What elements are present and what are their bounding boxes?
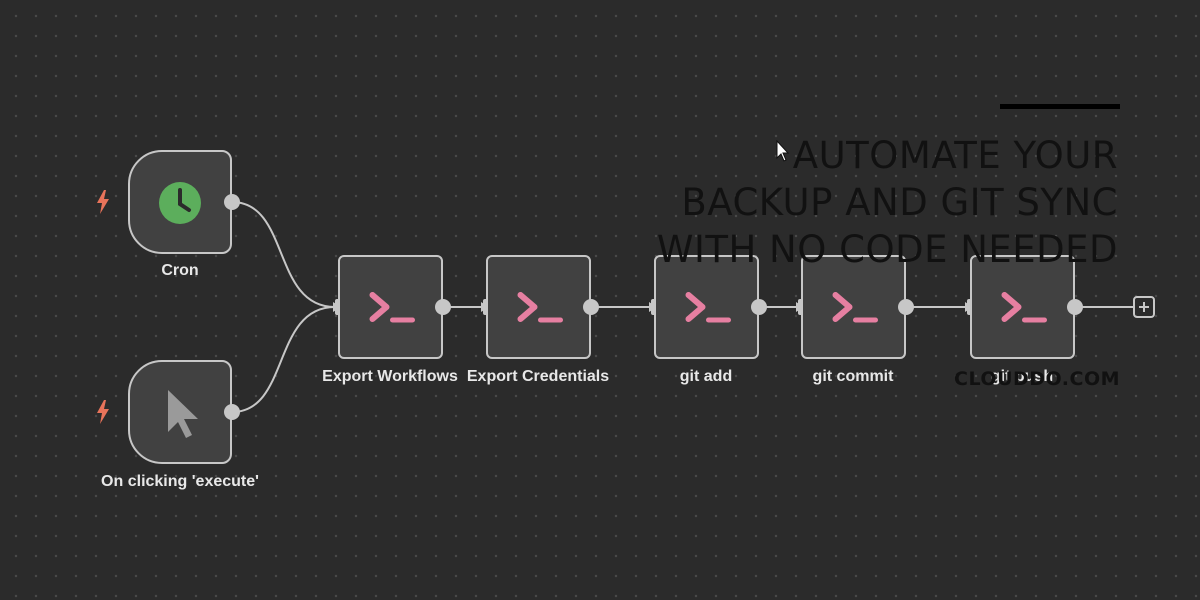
cron-output-handle[interactable]	[224, 194, 240, 210]
terminal-icon	[517, 292, 563, 323]
git-commit-node-label: git commit	[812, 368, 894, 385]
terminal-icon	[685, 292, 731, 323]
manual-trigger-node[interactable]	[128, 360, 232, 464]
git-push-node-label: git push	[990, 368, 1054, 385]
promo-headline: AUTOMATE YOUR BACKUP AND GIT SYNC WITH N…	[657, 132, 1118, 273]
manual-trigger-output-handle[interactable]	[224, 404, 240, 420]
promo-headline-line: WITH NO CODE NEEDED	[656, 228, 1118, 271]
trigger-bolt-icon	[97, 400, 109, 424]
trigger-bolt-icon	[97, 190, 109, 214]
plus-icon	[1139, 302, 1149, 312]
terminal-icon	[1001, 292, 1047, 323]
git-add-node-label: git add	[679, 368, 733, 385]
promo-headline-line: AUTOMATE YOUR	[792, 134, 1118, 177]
export-credentials-output-handle[interactable]	[583, 299, 599, 315]
terminal-icon	[369, 292, 415, 323]
git-commit-output-handle[interactable]	[898, 299, 914, 315]
git-push-output-handle[interactable]	[1067, 299, 1083, 315]
terminal-icon	[832, 292, 878, 323]
add-node-button[interactable]	[1133, 296, 1155, 318]
manual-trigger-node-label: On clicking 'execute'	[101, 473, 259, 490]
export-credentials-node[interactable]	[486, 255, 591, 359]
clock-icon	[159, 182, 201, 224]
mouse-cursor-icon	[776, 140, 790, 162]
export-workflows-node-label: Export Workflows	[322, 368, 458, 385]
brand-watermark: CLOUDDO.COM	[954, 368, 1120, 390]
git-commit-node[interactable]	[801, 255, 906, 359]
headline-rule	[1000, 104, 1120, 109]
export-workflows-output-handle[interactable]	[435, 299, 451, 315]
export-credentials-node-label: Export Credentials	[466, 368, 610, 385]
cron-node[interactable]	[128, 150, 232, 254]
cron-node-label: Cron	[161, 262, 199, 279]
connection-manual-export-workflows	[231, 306, 336, 413]
git-add-output-handle[interactable]	[751, 299, 767, 315]
export-workflows-node[interactable]	[338, 255, 443, 359]
pointer-icon	[168, 390, 198, 438]
connection-cron-export-workflows	[231, 201, 336, 308]
promo-headline-line: BACKUP AND GIT SYNC	[681, 181, 1118, 224]
